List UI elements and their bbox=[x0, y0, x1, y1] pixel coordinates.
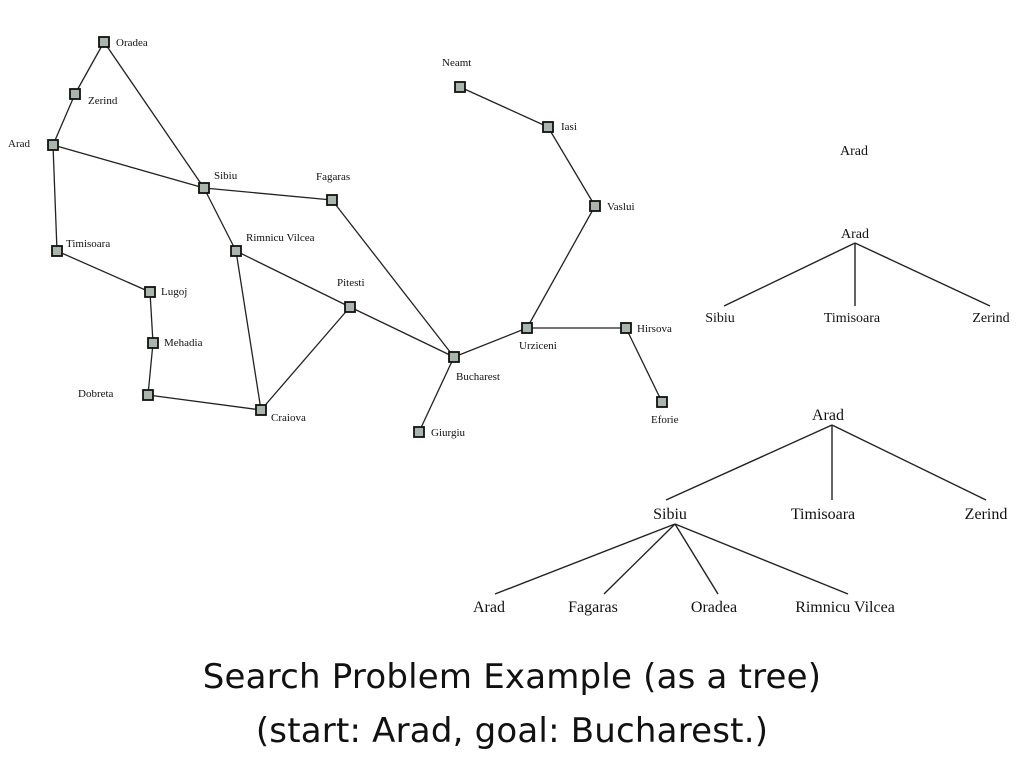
road-arad-sibiu bbox=[52, 144, 205, 189]
city-nodes bbox=[47, 36, 668, 438]
city-label-hirsova: Hirsova bbox=[637, 323, 672, 335]
city-node-vaslui bbox=[589, 200, 601, 212]
city-node-craiova bbox=[255, 404, 267, 416]
tree2-grandchild-label: Oradea bbox=[691, 599, 737, 616]
city-label-timisoara: Timisoara bbox=[66, 238, 110, 250]
tree2-edge-zerind bbox=[831, 424, 987, 501]
tree1-child-label: Sibiu bbox=[705, 311, 735, 326]
tree2-grandchild-label: Fagaras bbox=[568, 599, 618, 616]
road-timisoara-lugoj bbox=[56, 250, 151, 293]
road-mehadia-dobreta bbox=[147, 342, 154, 396]
tree1-root-label: Arad bbox=[841, 227, 869, 242]
road-pitesti-bucharest bbox=[349, 306, 455, 358]
city-node-fagaras bbox=[326, 194, 338, 206]
city-node-urziceni bbox=[521, 322, 533, 334]
city-label-eforie: Eforie bbox=[651, 414, 679, 426]
search-tree-step-0: Arad bbox=[840, 144, 868, 159]
road-iasi-neamt bbox=[459, 86, 549, 128]
search-tree-step-1: Arad Sibiu Timisoara Zerind bbox=[705, 227, 1009, 326]
road-bucharest-urziceni bbox=[453, 327, 528, 358]
road-sibiu-fagaras bbox=[203, 187, 333, 201]
road-rimnicu_vilcea-craiova bbox=[235, 250, 262, 411]
road-craiova-pitesti bbox=[260, 306, 351, 411]
tree1-edge-sibiu bbox=[723, 242, 856, 307]
road-arad-timisoara bbox=[52, 144, 58, 252]
tree2-grandchild-label: Arad bbox=[473, 599, 505, 616]
city-label-neamt: Neamt bbox=[442, 57, 471, 69]
road-oradea-zerind bbox=[74, 41, 105, 95]
city-node-pitesti bbox=[344, 301, 356, 313]
city-node-timisoara bbox=[51, 245, 63, 257]
road-zerind-arad bbox=[52, 93, 76, 146]
city-node-rimnicu-vilcea bbox=[230, 245, 242, 257]
road-hirsova-eforie bbox=[625, 327, 663, 403]
city-node-dobreta bbox=[142, 389, 154, 401]
tree1-child-label: Timisoara bbox=[824, 311, 881, 326]
tree2-child-label: Sibiu bbox=[653, 506, 687, 523]
road-urziceni-vaslui bbox=[526, 205, 596, 329]
caption-subtitle: (start: Arad, goal: Bucharest.) bbox=[255, 711, 769, 751]
caption-title: Search Problem Example (as a tree) bbox=[202, 657, 822, 697]
city-label-iasi: Iasi bbox=[561, 121, 577, 133]
city-label-bucharest: Bucharest bbox=[456, 371, 500, 383]
tree2-child-label: Timisoara bbox=[791, 506, 855, 523]
city-node-hirsova bbox=[620, 322, 632, 334]
city-node-lugoj bbox=[144, 286, 156, 298]
tree2-root-label: Arad bbox=[812, 407, 844, 424]
road-vaslui-iasi bbox=[547, 126, 596, 207]
city-label-oradea: Oradea bbox=[116, 37, 148, 49]
tree1-edge-zerind bbox=[854, 242, 991, 307]
city-node-oradea bbox=[98, 36, 110, 48]
tree0-root-label: Arad bbox=[840, 144, 868, 159]
city-node-neamt bbox=[454, 81, 466, 93]
city-label-fagaras: Fagaras bbox=[316, 171, 350, 183]
road-lugoj-mehadia bbox=[149, 291, 154, 344]
city-label-sibiu: Sibiu bbox=[214, 170, 238, 182]
road-dobreta-craiova bbox=[147, 394, 262, 411]
city-node-giurgiu bbox=[413, 426, 425, 438]
city-label-dobreta: Dobreta bbox=[78, 388, 114, 400]
city-node-zerind bbox=[69, 88, 81, 100]
road-rimnicu_vilcea-pitesti bbox=[235, 250, 351, 308]
city-node-mehadia bbox=[147, 337, 159, 349]
city-node-iasi bbox=[542, 121, 554, 133]
tree2-edge-arad bbox=[494, 523, 676, 595]
tree2-grandchild-label: Rimnicu Vilcea bbox=[795, 599, 895, 616]
tree2-edge-rimnicu-vilcea bbox=[674, 523, 849, 595]
city-node-bucharest bbox=[448, 351, 460, 363]
city-label-pitesti: Pitesti bbox=[337, 277, 365, 289]
search-tree-step-2: Arad Sibiu Timisoara Zerind Arad Fagaras… bbox=[473, 407, 1007, 616]
city-label-giurgiu: Giurgiu bbox=[431, 427, 466, 439]
road-edges bbox=[52, 41, 663, 433]
road-bucharest-giurgiu bbox=[418, 356, 455, 433]
road-fagaras-bucharest bbox=[331, 199, 455, 358]
road-sibiu-rimnicu_vilcea bbox=[203, 187, 237, 252]
city-label-urziceni: Urziceni bbox=[519, 340, 557, 352]
tree2-edge-oradea bbox=[674, 523, 719, 595]
city-label-rimnicu-vilcea: Rimnicu Vilcea bbox=[246, 232, 315, 244]
city-label-mehadia: Mehadia bbox=[164, 337, 203, 349]
city-node-sibiu bbox=[198, 182, 210, 194]
city-label-arad: Arad bbox=[8, 138, 30, 150]
city-label-vaslui: Vaslui bbox=[607, 201, 635, 213]
tree1-child-label: Zerind bbox=[972, 311, 1009, 326]
city-label-zerind: Zerind bbox=[88, 95, 118, 107]
city-node-arad bbox=[47, 139, 59, 151]
road-oradea-sibiu bbox=[103, 41, 205, 189]
city-label-lugoj: Lugoj bbox=[161, 286, 187, 298]
tree2-child-label: Zerind bbox=[965, 506, 1008, 523]
tree2-edge-sibiu bbox=[665, 424, 833, 501]
tree2-edge-fagaras bbox=[603, 523, 676, 595]
city-label-craiova: Craiova bbox=[271, 412, 306, 424]
city-node-eforie bbox=[656, 396, 668, 408]
